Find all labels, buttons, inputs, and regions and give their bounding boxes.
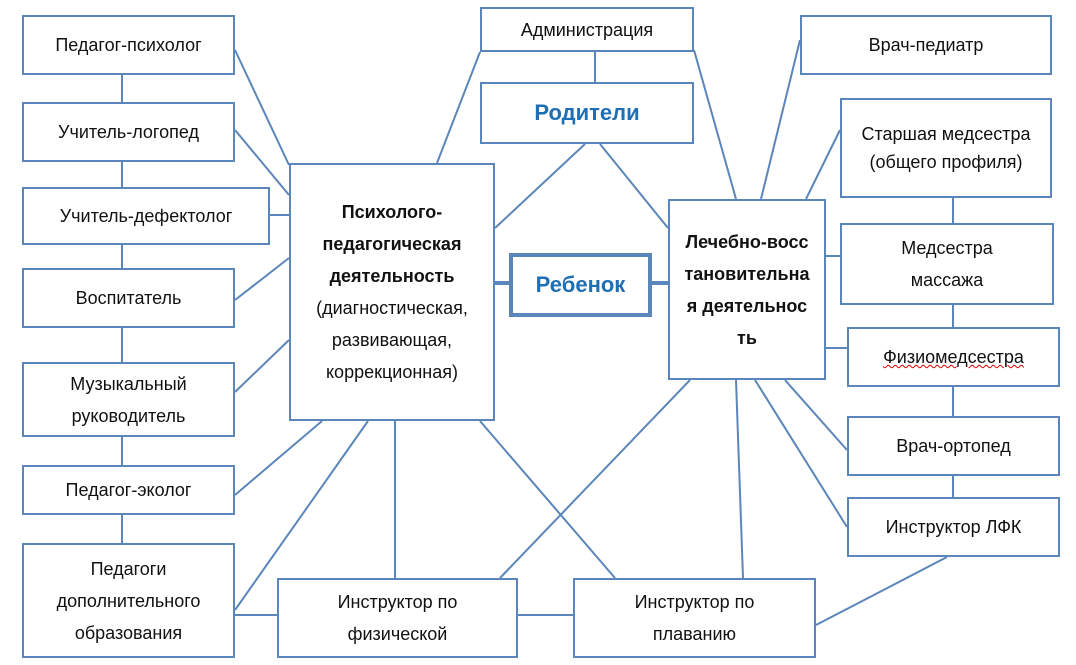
title: Психолого-педагогическая деятельность — [322, 202, 462, 286]
label: Старшая медсестра (общего профиля) — [861, 124, 1031, 172]
box-administration: Администрация — [480, 7, 694, 52]
box-psych-pedagogical: Психолого-педагогическая деятельность (д… — [289, 163, 495, 421]
label: Медсестра массажа — [901, 238, 993, 290]
box-educator: Воспитатель — [22, 268, 235, 328]
box-swim-instructor: Инструктор по плаванию — [573, 578, 816, 658]
box-defectologist: Учитель-дефектолог — [22, 187, 270, 245]
box-orthopedist: Врач-ортопед — [847, 416, 1060, 476]
box-pe-instructor: Инструктор по физической — [277, 578, 518, 658]
label: Педагоги дополнительного образования — [56, 558, 201, 643]
label: Педагог-эколог — [65, 480, 192, 500]
label: Родители — [534, 100, 640, 125]
label: Учитель-дефектолог — [59, 206, 233, 226]
box-speech-therapist: Учитель-логопед — [22, 102, 235, 162]
box-massage-nurse: Медсестра массажа — [840, 223, 1054, 305]
label: Учитель-логопед — [58, 122, 199, 142]
label: Врач-педиатр — [868, 35, 984, 55]
subtitle: (диагностическая, развивающая, коррекцио… — [316, 298, 468, 382]
label: Инструктор по плаванию — [634, 592, 755, 644]
box-pediatrician: Врач-педиатр — [800, 15, 1052, 75]
label: Педагог-психолог — [55, 35, 202, 55]
label: Музыкальный руководитель — [70, 373, 187, 426]
box-child: Ребенок — [509, 253, 652, 317]
label: Ребенок — [535, 272, 626, 297]
box-additional-education: Педагоги дополнительного образования — [22, 543, 235, 658]
box-pedagog-psychologist: Педагог-психолог — [22, 15, 235, 75]
label: Администрация — [520, 19, 654, 40]
label: Воспитатель — [75, 288, 182, 308]
box-senior-nurse: Старшая медсестра (общего профиля) — [840, 98, 1052, 198]
label: Инструктор ЛФК — [885, 517, 1022, 537]
box-lfk-instructor: Инструктор ЛФК — [847, 497, 1060, 557]
box-physio-nurse: Физиомедсестра — [847, 327, 1060, 387]
box-ecologist: Педагог-эколог — [22, 465, 235, 515]
label: Физиомедсестра — [883, 347, 1024, 367]
box-parents: Родители — [480, 82, 694, 144]
box-music-director: Музыкальный руководитель — [22, 362, 235, 437]
label: Врач-ортопед — [896, 436, 1011, 456]
label: Лечебно-восстановительная деятельность — [684, 231, 810, 348]
box-medical-rehab: Лечебно-восстановительная деятельность — [668, 199, 826, 380]
label: Инструктор по физической — [337, 592, 458, 644]
